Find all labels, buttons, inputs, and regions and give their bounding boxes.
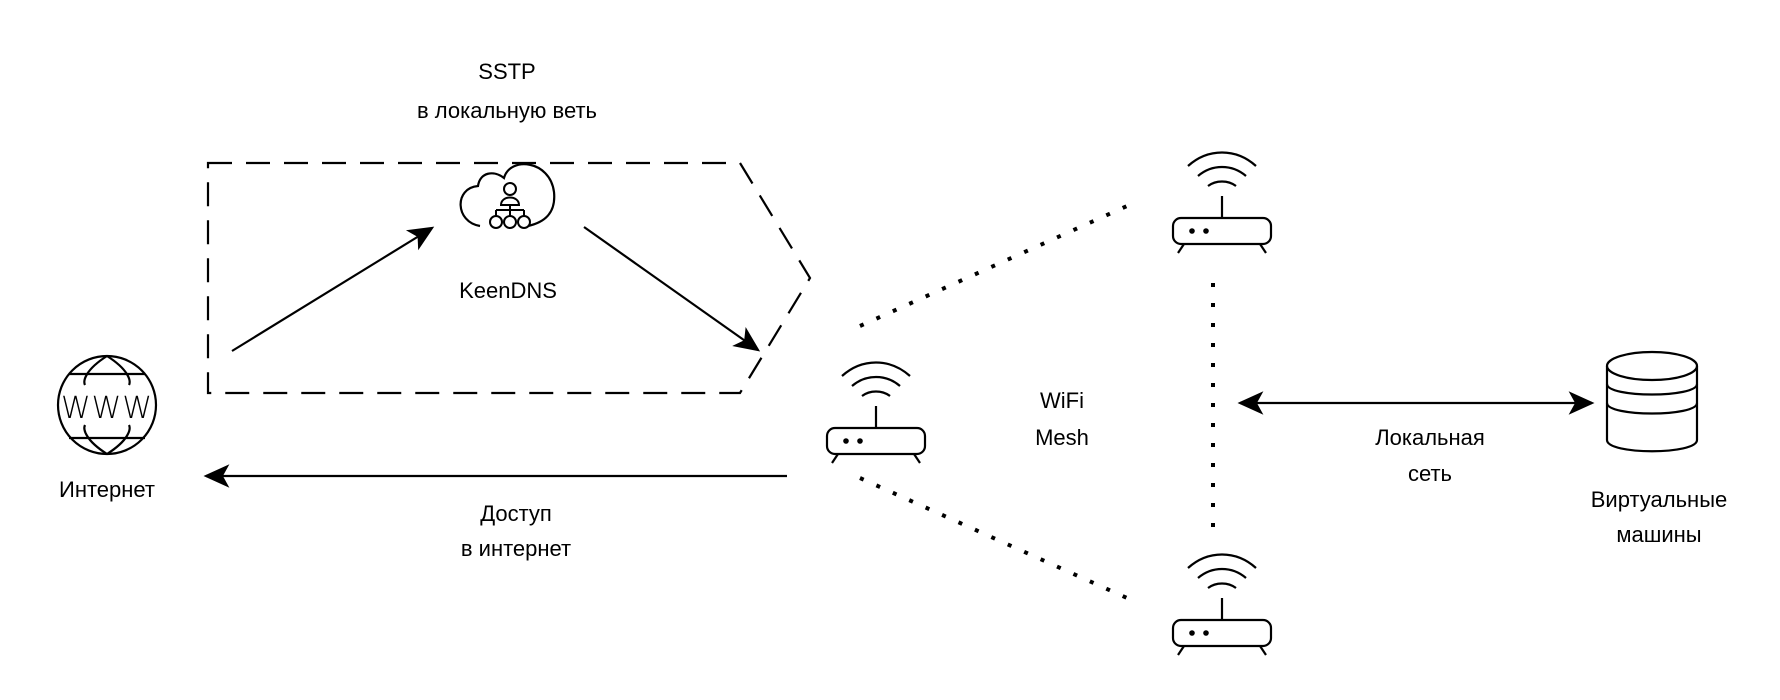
sstp-group-boundary [206,161,812,395]
mesh-label-line2: Mesh [1035,425,1089,450]
internet-label: Интернет [59,477,155,502]
internet-access-label-line1: Доступ [480,501,552,526]
sstp-group-title: SSTP [478,59,535,84]
top-router-icon[interactable] [1171,151,1273,254]
vms-label-line1: Виртуальные [1591,487,1728,512]
local-network-label-line2: сеть [1408,461,1452,486]
main-router-icon[interactable] [825,361,927,464]
cloud-network-icon[interactable] [459,163,556,229]
vms-label-line2: машины [1616,522,1701,547]
sstp-group-subtitle: в локальную веть [417,98,597,123]
local-network-label-line1: Локальная [1375,425,1485,450]
mesh-label-line1: WiFi [1040,388,1084,413]
internet-access-label-line2: в интернет [461,536,571,561]
www-globe-icon[interactable]: WWW [56,354,158,456]
mesh-link-main-to-top [859,200,1137,328]
www-glyph: WWW [61,391,153,426]
bottom-router-icon[interactable] [1171,553,1273,656]
keendns-label: KeenDNS [459,278,557,303]
mesh-link-main-to-bottom [859,476,1137,604]
database-icon[interactable] [1605,350,1699,453]
edge-internet-to-keendns [231,226,435,352]
edge-keendns-to-router [583,226,761,352]
